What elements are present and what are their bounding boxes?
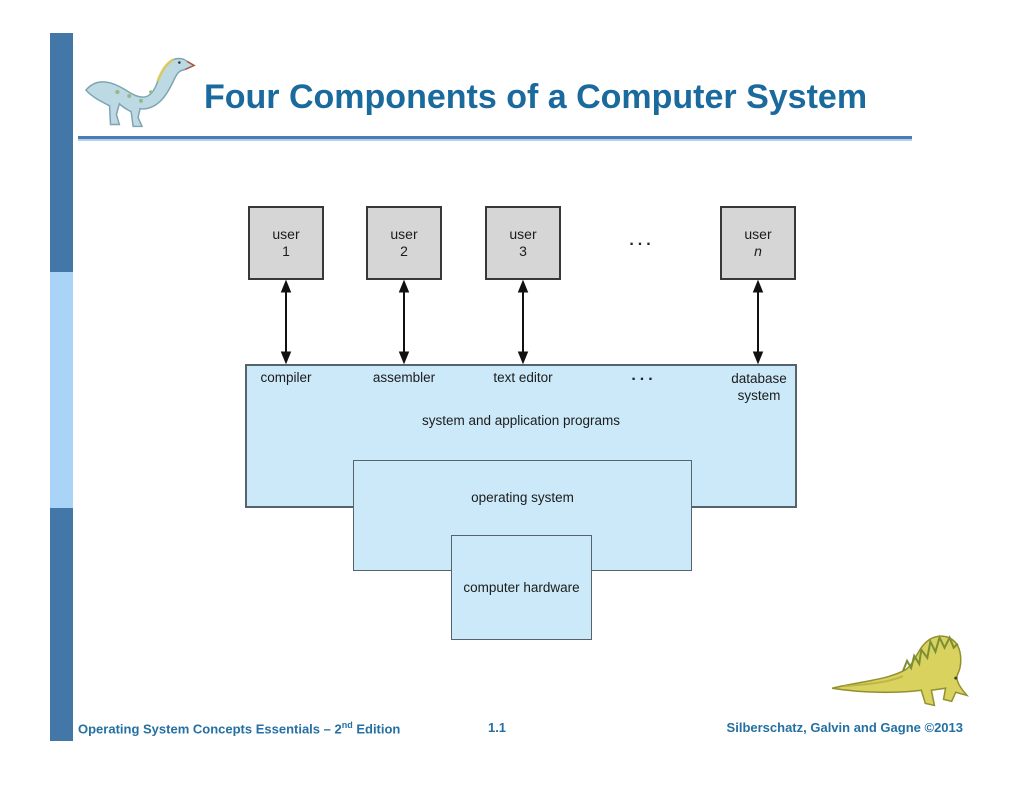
- user-box-2: user 2: [366, 206, 442, 280]
- database-system-label: database system: [714, 370, 804, 404]
- users-ellipsis: ...: [629, 232, 655, 249]
- accent-bar-top: [50, 33, 73, 272]
- user-box-number: 1: [282, 243, 290, 259]
- footer-edition-text: Edition: [352, 721, 401, 737]
- slide-title: Four Components of a Computer System: [204, 78, 868, 116]
- computer-hardware-box: computer hardware: [451, 535, 592, 640]
- text-editor-label: text editor: [493, 370, 553, 385]
- user-box-label: user: [744, 226, 772, 242]
- operating-system-label: operating system: [471, 490, 574, 505]
- user-box-label: user: [390, 226, 418, 242]
- database-line2: system: [737, 388, 781, 403]
- database-line1: database: [731, 371, 787, 386]
- footer-book-title: Operating System Concepts Essentials – 2…: [78, 720, 400, 736]
- dinosaur-footer-icon: [831, 634, 970, 707]
- compiler-label: compiler: [260, 370, 312, 385]
- user-box-1: user 1: [248, 206, 324, 280]
- accent-bar-bottom: [50, 508, 73, 741]
- title-divider: [78, 136, 912, 141]
- user-box-3: user 3: [485, 206, 561, 280]
- assembler-label: assembler: [372, 370, 436, 385]
- computer-hardware-label: computer hardware: [463, 580, 580, 595]
- footer-credit: Silberschatz, Galvin and Gagne ©2013: [726, 720, 963, 735]
- applications-layer-label: system and application programs: [421, 413, 621, 428]
- accent-bar-middle: [50, 272, 73, 508]
- user-box-n: user n: [720, 206, 796, 280]
- user-box-number: 2: [400, 243, 408, 259]
- user-box-label: user: [272, 226, 300, 242]
- dinosaur-logo-icon: [84, 57, 196, 128]
- programs-ellipsis: ...: [631, 367, 657, 384]
- footer-book-title-text: Operating System Concepts Essentials – 2: [78, 721, 342, 737]
- user-box-number: 3: [519, 243, 527, 259]
- footer-superscript: nd: [341, 720, 353, 730]
- user-box-number: n: [754, 243, 762, 259]
- footer-page-number: 1.1: [487, 720, 507, 735]
- user-box-label: user: [509, 226, 537, 242]
